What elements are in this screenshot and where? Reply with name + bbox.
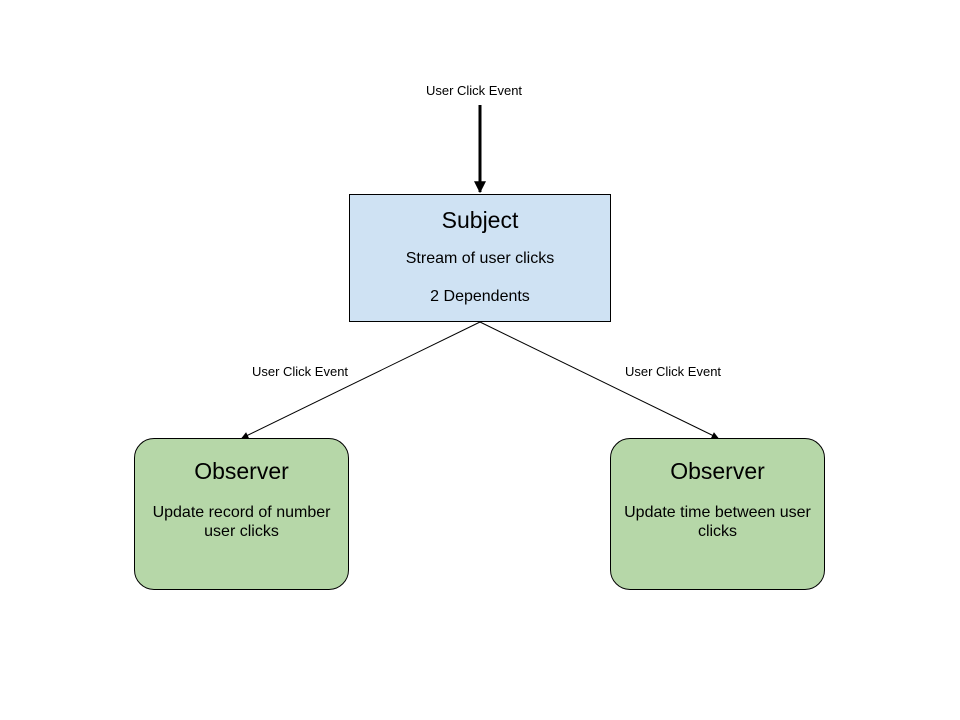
left-event-arrow xyxy=(241,321,481,439)
subject-title: Subject xyxy=(441,207,519,233)
incoming-event-label: User Click Event xyxy=(425,83,523,98)
left-event-label: User Click Event xyxy=(251,364,349,379)
observer-node-left: Observer Update record of number user cl… xyxy=(134,438,349,590)
subject-node: Subject Stream of user clicks 2 Dependen… xyxy=(349,194,611,322)
right-event-label: User Click Event xyxy=(624,364,722,379)
subject-dependents: 2 Dependents xyxy=(430,288,530,305)
observer-description: Update time between user clicks xyxy=(624,504,811,540)
observer-node-right: Observer Update time between user clicks xyxy=(610,438,825,590)
observer-title: Observer xyxy=(194,458,289,484)
observer-description: Update record of number user clicks xyxy=(152,504,331,540)
right-event-arrow xyxy=(479,321,719,439)
observer-title: Observer xyxy=(670,458,765,484)
subject-description: Stream of user clicks xyxy=(405,250,555,267)
